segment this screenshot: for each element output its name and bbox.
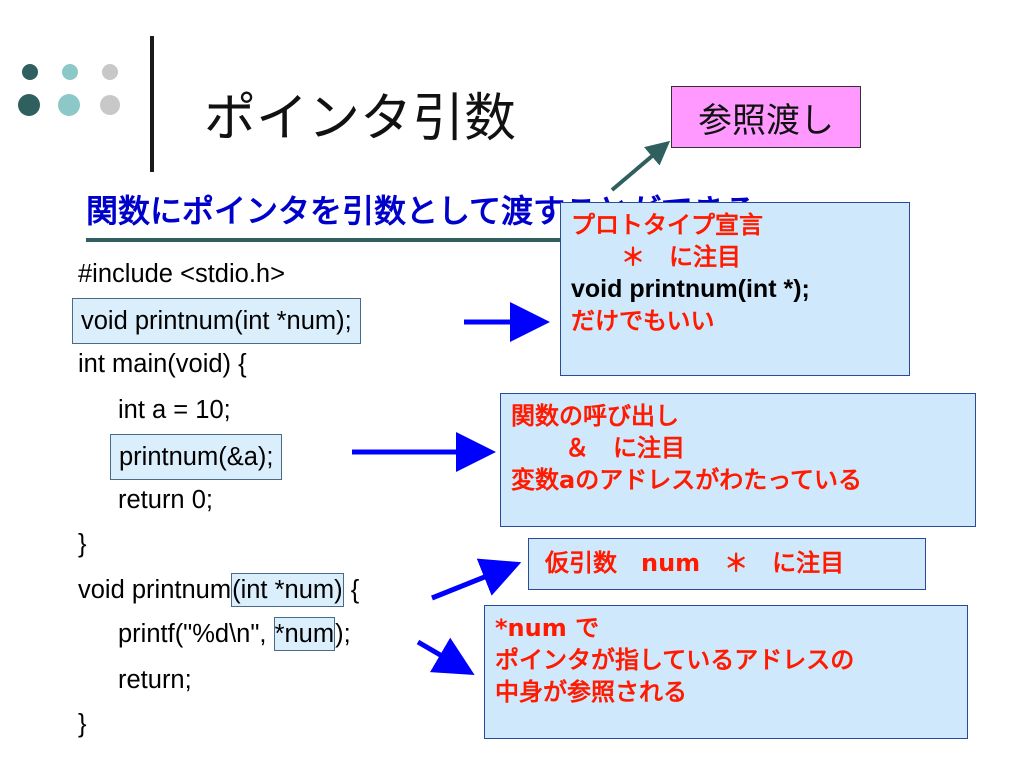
- code-line-8-post: {: [343, 576, 360, 604]
- note-call-line3-var: a: [559, 466, 576, 494]
- code-line-9-post: );: [335, 620, 351, 648]
- note-prototype-line4: だけでもいい: [571, 307, 715, 335]
- note-deref: *num で ポインタが指しているアドレスの 中身が参照される: [484, 605, 968, 739]
- code-line-4: int a = 10;: [118, 396, 231, 424]
- arrow-param: [431, 558, 522, 601]
- note-call-line3: 変数aのアドレスがわたっている: [511, 464, 965, 496]
- subtitle-underline: [86, 238, 578, 242]
- code-line-8-param: (int *num): [231, 573, 344, 607]
- code-line-1: #include <stdio.h>: [78, 260, 285, 288]
- note-call-line1: 関数の呼び出し: [511, 402, 679, 430]
- note-param-text: 仮引数 num ＊ に注目: [545, 549, 845, 577]
- decor-dot-dark-1: [18, 94, 40, 116]
- decor-dot-mid-1: [58, 94, 80, 116]
- note-prototype: プロトタイプ宣言 ＊ に注目 void printnum(int *); だけで…: [560, 202, 910, 376]
- code-line-11: }: [78, 710, 87, 738]
- code-line-9: printf("%d\n", *num);: [118, 612, 351, 656]
- code-line-6: return 0;: [118, 486, 213, 514]
- note-call-line3-pre: 変数: [511, 466, 559, 494]
- note-deref-line2: ポインタが指しているアドレスの: [495, 646, 855, 674]
- code-line-3: int main(void) {: [78, 350, 247, 378]
- arrow-to-badge: [610, 140, 671, 192]
- code-line-9-deref: *num: [273, 617, 336, 651]
- code-line-5: printnum(&a);: [110, 434, 283, 480]
- decor-dot-dark-2: [22, 64, 38, 80]
- note-deref-line3: 中身が参照される: [495, 678, 687, 706]
- note-call-line2: ＆ に注目: [565, 434, 685, 462]
- code-line-8: void printnum(int *num) {: [78, 568, 359, 612]
- slide-title: ポインタ引数: [204, 89, 517, 149]
- note-prototype-line1: プロトタイプ宣言: [571, 211, 763, 239]
- code-line-10: return;: [118, 666, 192, 694]
- arrow-deref: [416, 637, 475, 676]
- code-line-2: void printnum(int *num);: [72, 298, 361, 344]
- note-call: 関数の呼び出し ＆ に注目 変数aのアドレスがわたっている: [500, 393, 976, 527]
- note-prototype-line2: ＊ に注目: [621, 243, 741, 271]
- title-divider: [150, 36, 154, 172]
- code-line-7: }: [78, 530, 87, 558]
- note-param: 仮引数 num ＊ に注目: [528, 538, 926, 590]
- decor-dot-light-1: [100, 95, 120, 115]
- note-call-line3-post: のアドレスがわたっている: [575, 466, 863, 494]
- code-line-8-pre: void printnum: [78, 576, 232, 604]
- note-prototype-line3: void printnum(int *);: [571, 275, 810, 303]
- badge-pass-by-reference: 参照渡し: [671, 86, 861, 148]
- note-deref-line1: *num で: [495, 614, 600, 642]
- code-line-9-pre: printf("%d\n",: [118, 620, 274, 648]
- decor-dot-light-2: [102, 64, 118, 80]
- decor-dot-mid-2: [62, 64, 78, 80]
